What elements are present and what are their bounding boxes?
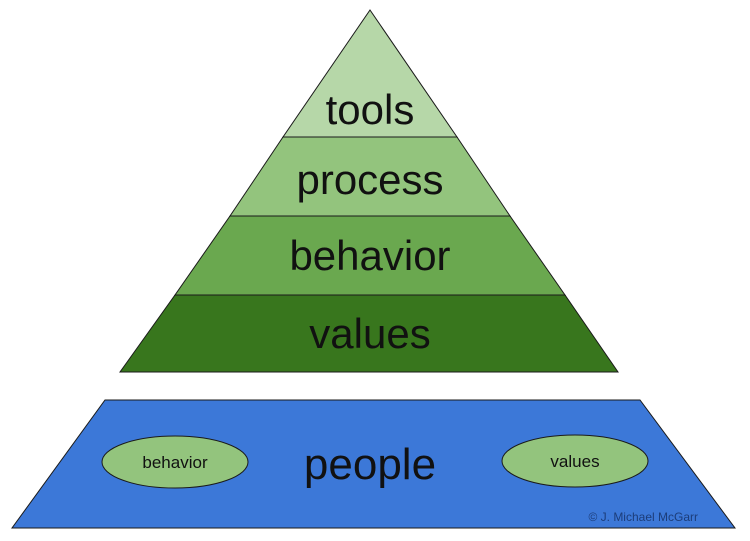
base-platform: behavior values people © J. Michael McGa…	[11, 399, 736, 529]
copyright-notice: © J. Michael McGarr	[588, 510, 698, 524]
tier-label-process: process	[296, 156, 443, 203]
base-oval-behavior	[101, 435, 249, 489]
base-parallelogram	[11, 399, 736, 529]
tier-label-tools: tools	[326, 86, 415, 133]
base-oval-values	[501, 434, 649, 488]
base-label-people: people	[304, 440, 436, 489]
pyramid-tier-values	[119, 294, 619, 373]
oval-label-behavior: behavior	[142, 453, 208, 472]
tier-label-values: values	[309, 310, 430, 357]
oval-label-values: values	[550, 452, 599, 471]
tier-label-behavior: behavior	[289, 232, 450, 279]
pyramid: tools process behavior values	[119, 9, 619, 373]
